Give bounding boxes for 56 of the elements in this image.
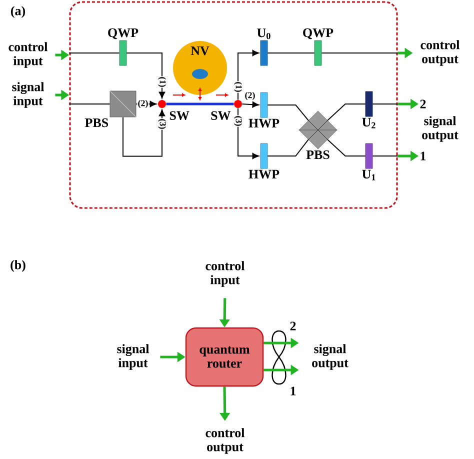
edge-label: (2) [137, 99, 149, 109]
edge-label: 1 [289, 386, 297, 396]
beam-splitter-cube: PBS [298, 110, 338, 160]
edge-label: 2 [289, 321, 297, 331]
dashed-frame [69, 1, 398, 209]
node-label: U$_{2}$ [362, 118, 376, 128]
router-box: quantum router [185, 327, 264, 387]
connector [267, 104, 309, 121]
connector [327, 104, 366, 121]
connector [126, 52, 166, 99]
connector [321, 52, 398, 54]
node-label: SW [170, 111, 190, 120]
node-label: PBS [84, 118, 108, 128]
text-label: control output [206, 428, 245, 454]
wave-plate: U$_{0}$ [257, 28, 270, 66]
edge-label: (2) [244, 91, 256, 101]
node-label: HWP [248, 118, 280, 128]
wave-plate: HWP [248, 143, 280, 179]
text-label: control input [206, 261, 245, 287]
edge-label: (1) [157, 76, 167, 88]
edge-label: (1) [233, 81, 243, 93]
wave-plate: U$_{1}$ [362, 143, 376, 180]
connector [267, 52, 315, 54]
edge-label: (3) [233, 115, 243, 127]
connector [242, 102, 260, 108]
port-number: 2 [420, 100, 426, 108]
node-label: U$_{1}$ [362, 170, 376, 180]
text-label: signal output [312, 344, 348, 370]
node-label: QWP [108, 28, 138, 40]
node-label: U$_{0}$ [257, 28, 270, 40]
nv-center: NV [173, 41, 227, 95]
connector [136, 100, 157, 108]
connector [166, 102, 234, 106]
edge-label: (3) [157, 118, 167, 130]
node-label: SW [211, 111, 231, 120]
wave-plate: QWP [303, 28, 334, 66]
connector [327, 139, 366, 156]
connector [122, 109, 166, 157]
port-number: 1 [420, 152, 426, 160]
wave-plate: U$_{2}$ [362, 91, 376, 128]
node-label: QWP [303, 28, 334, 40]
connector [267, 139, 309, 156]
connector [238, 108, 260, 160]
beam-splitter-cube: PBS [84, 90, 136, 128]
connector [238, 50, 260, 100]
text-label: control output [420, 40, 460, 66]
text-label: signal input [117, 344, 150, 370]
node-label: HWP [248, 170, 280, 179]
node-label: PBS [306, 150, 330, 160]
wave-plate: QWP [108, 28, 138, 66]
connector [68, 52, 120, 54]
text-label: signal input [12, 82, 44, 108]
text-label: control input [8, 42, 48, 68]
text-label: signal output [422, 116, 458, 142]
panel-label: (a) [10, 6, 26, 18]
panel-label: (b) [10, 260, 26, 272]
